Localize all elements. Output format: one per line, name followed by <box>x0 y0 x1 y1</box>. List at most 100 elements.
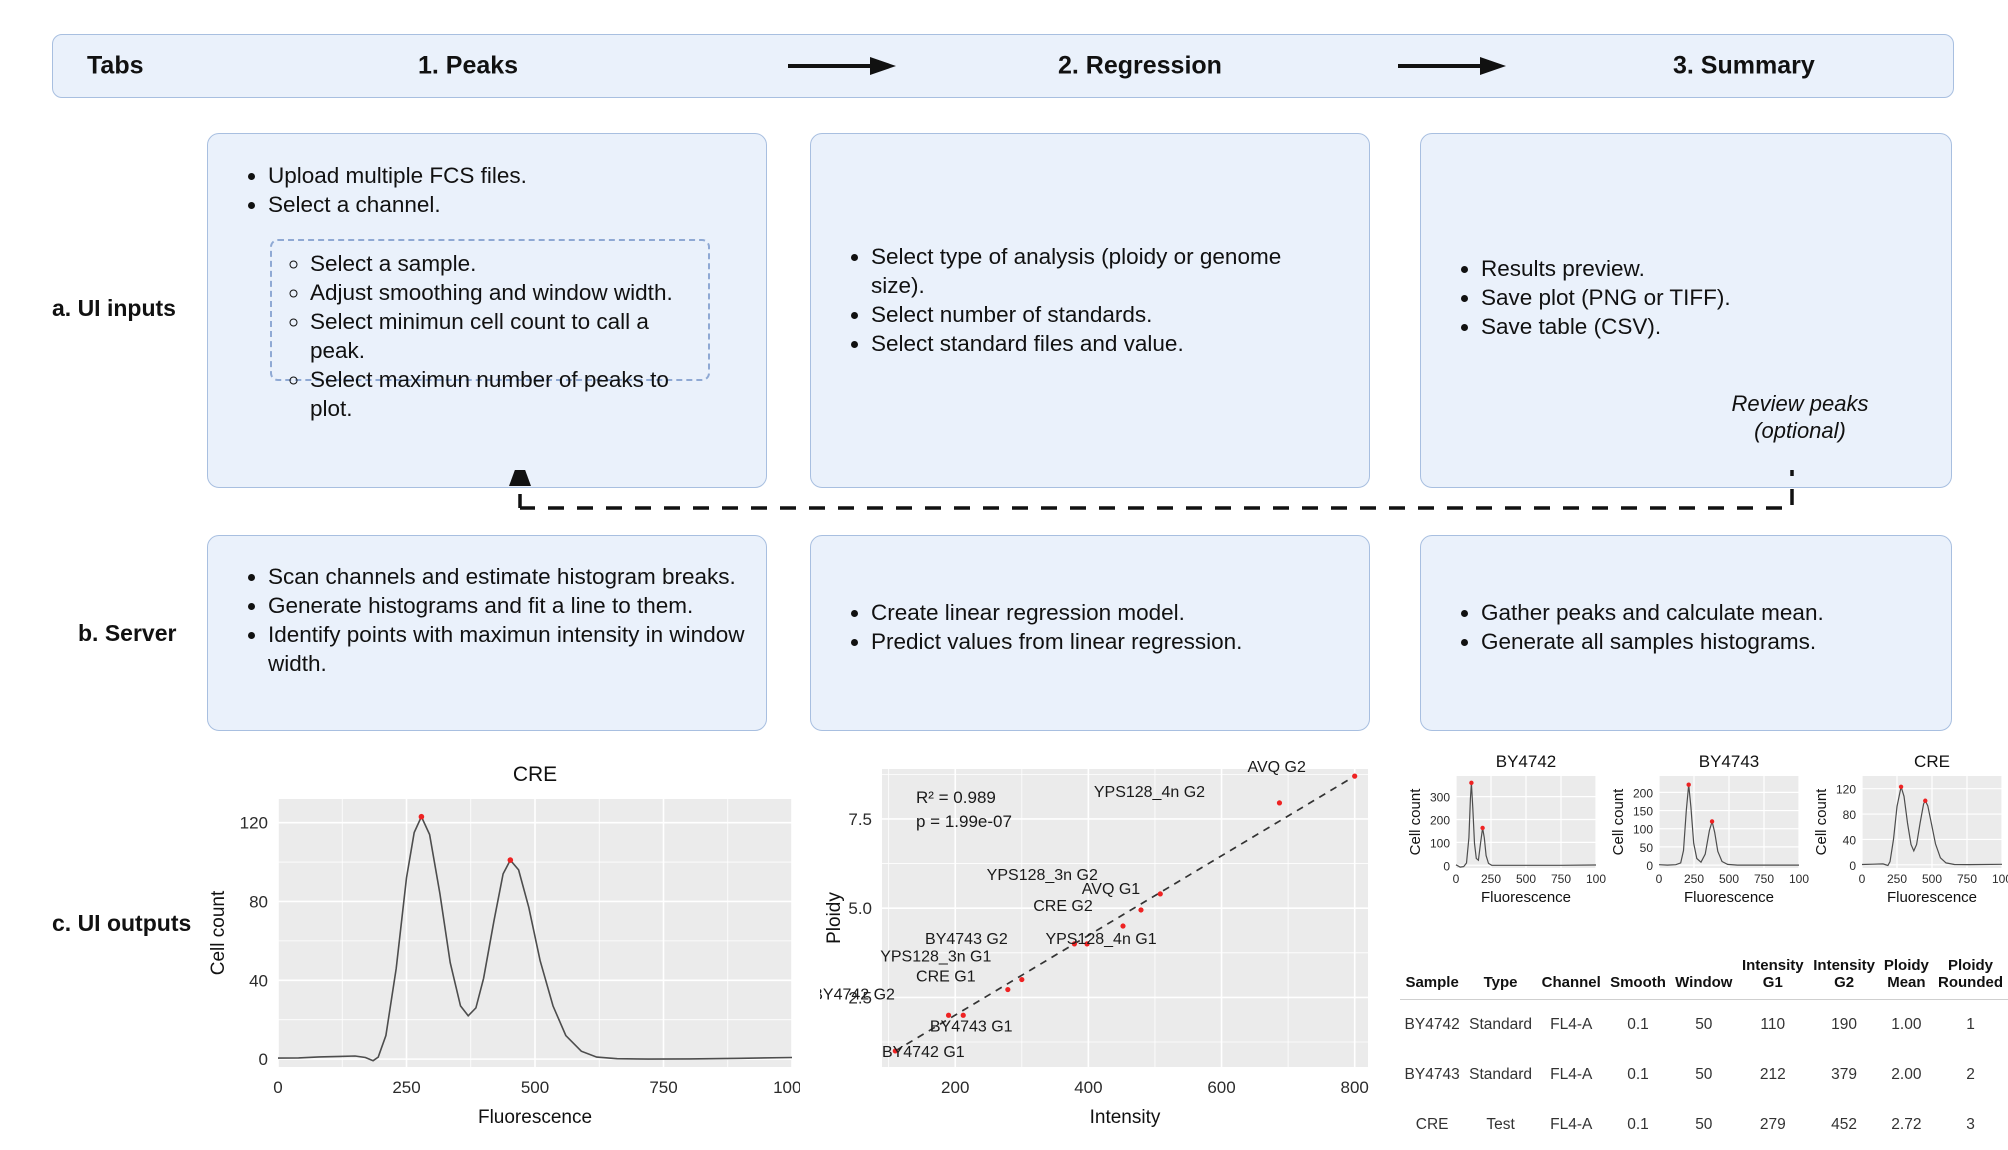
svg-text:YPS128_3n G2: YPS128_3n G2 <box>987 867 1098 884</box>
svg-text:AVQ G2: AVQ G2 <box>1247 759 1305 776</box>
svg-text:BY4742 G1: BY4742 G1 <box>882 1044 965 1061</box>
svg-text:200: 200 <box>1633 786 1653 800</box>
list-item: Upload multiple FCS files. <box>268 161 734 190</box>
svg-text:CRE G2: CRE G2 <box>1033 898 1093 915</box>
list-item: Generate histograms and fit a line to th… <box>268 591 754 620</box>
svg-text:p = 1.99e-07: p = 1.99e-07 <box>916 812 1012 831</box>
svg-text:250: 250 <box>1684 872 1704 886</box>
svg-text:Intensity: Intensity <box>1090 1107 1161 1128</box>
list-item: Select a sample. <box>310 249 708 278</box>
svg-text:120: 120 <box>240 814 268 833</box>
row-label-server: b. Server <box>78 620 176 647</box>
table-cell: CRE <box>1400 1100 1464 1150</box>
table-cell: 2.00 <box>1880 1050 1933 1100</box>
svg-text:Cell count: Cell count <box>1407 788 1424 856</box>
svg-text:BY4743 G1: BY4743 G1 <box>930 1018 1013 1035</box>
svg-text:Cell count: Cell count <box>208 890 229 975</box>
list-item: Select standard files and value. <box>871 329 1337 358</box>
list-item: Save plot (PNG or TIFF). <box>1481 283 1937 312</box>
table-header-cell: Channel <box>1537 955 1606 1000</box>
svg-text:YPS128_4n G2: YPS128_4n G2 <box>1094 784 1205 801</box>
peaks-advanced-options-group: Select a sample. Adjust smoothing and wi… <box>270 239 710 381</box>
svg-text:0: 0 <box>1453 872 1460 886</box>
svg-text:7.5: 7.5 <box>848 810 872 829</box>
row-label-ui-inputs: a. UI inputs <box>52 295 176 322</box>
list-item: Predict values from linear regression. <box>871 627 1357 656</box>
svg-text:100: 100 <box>1633 823 1653 837</box>
table-cell: 1 <box>1933 1000 2008 1051</box>
svg-text:200: 200 <box>1430 813 1450 827</box>
svg-text:CRE: CRE <box>1914 752 1950 771</box>
svg-text:750: 750 <box>1754 872 1774 886</box>
svg-text:300: 300 <box>1430 791 1450 805</box>
list-item: Adjust smoothing and window width. <box>310 278 708 307</box>
svg-text:Cell count: Cell count <box>1813 788 1830 856</box>
svg-text:250: 250 <box>1887 872 1907 886</box>
svg-text:800: 800 <box>1340 1078 1368 1097</box>
table-cell: BY4743 <box>1400 1050 1464 1100</box>
svg-text:500: 500 <box>1922 872 1942 886</box>
right-arrow-icon <box>788 55 896 77</box>
svg-text:5.0: 5.0 <box>848 899 872 918</box>
svg-text:80: 80 <box>249 892 268 911</box>
svg-text:BY4743 G2: BY4743 G2 <box>925 931 1008 948</box>
svg-text:400: 400 <box>1074 1078 1102 1097</box>
table-header-cell: Window <box>1671 955 1738 1000</box>
table-cell: 0.1 <box>1606 1050 1671 1100</box>
table-cell: 0.1 <box>1606 1100 1671 1150</box>
card-ui-inputs-peaks: Upload multiple FCS files. Select a chan… <box>207 133 767 488</box>
table-header-cell: Type <box>1464 955 1537 1000</box>
svg-text:BY4743: BY4743 <box>1699 752 1760 771</box>
svg-text:CRE G1: CRE G1 <box>916 969 976 986</box>
review-peaks-note-line2: (optional) <box>1690 417 1910 444</box>
svg-text:YPS128_4n G1: YPS128_4n G1 <box>1045 931 1156 948</box>
svg-text:0: 0 <box>1443 859 1450 873</box>
svg-text:0: 0 <box>1646 859 1653 873</box>
table-cell: Test <box>1464 1100 1537 1150</box>
table-cell: FL4-A <box>1537 1050 1606 1100</box>
svg-text:0: 0 <box>273 1078 282 1097</box>
svg-text:R² = 0.989: R² = 0.989 <box>916 788 996 807</box>
tab-peaks[interactable]: 1. Peaks <box>418 52 518 81</box>
tab-summary[interactable]: 3. Summary <box>1673 52 1815 81</box>
list-item: Select a channel. <box>268 190 734 219</box>
table-header-cell: Sample <box>1400 955 1464 1000</box>
table-header-cell: Smooth <box>1606 955 1671 1000</box>
card-ui-inputs-regression: Select type of analysis (ploidy or genom… <box>810 133 1370 488</box>
table-cell: 1.00 <box>1880 1000 1933 1051</box>
svg-text:100: 100 <box>1586 872 1606 886</box>
svg-text:Ploidy: Ploidy <box>824 892 845 944</box>
card-server-peaks: Scan channels and estimate histogram bre… <box>207 535 767 731</box>
svg-text:0: 0 <box>1859 872 1866 886</box>
svg-text:500: 500 <box>521 1078 549 1097</box>
svg-text:500: 500 <box>1516 872 1536 886</box>
list-item: Select maximun number of peaks to plot. <box>310 365 708 423</box>
svg-text:0: 0 <box>1656 872 1663 886</box>
svg-text:750: 750 <box>1551 872 1571 886</box>
right-arrow-icon <box>1398 55 1506 77</box>
table-cell: 2.72 <box>1880 1100 1933 1150</box>
tab-regression[interactable]: 2. Regression <box>1058 52 1222 81</box>
svg-text:600: 600 <box>1207 1078 1235 1097</box>
svg-text:250: 250 <box>392 1078 420 1097</box>
svg-text:40: 40 <box>1843 833 1857 847</box>
table-cell: 0.1 <box>1606 1000 1671 1051</box>
review-peaks-note: Review peaks (optional) <box>1690 390 1910 444</box>
svg-text:100: 100 <box>1430 836 1450 850</box>
tabs-row-label: Tabs <box>87 52 144 81</box>
cre-histogram-plot: CRE0250500750100004080120FluorescenceCel… <box>200 755 800 1135</box>
table-cell: 3 <box>1933 1100 2008 1150</box>
